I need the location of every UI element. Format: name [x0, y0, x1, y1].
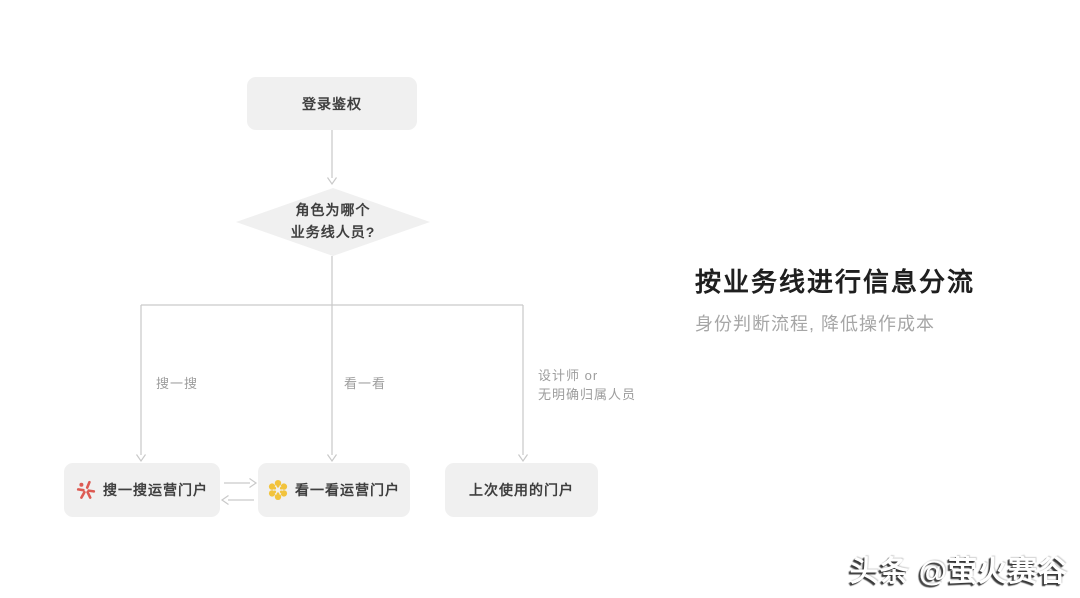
node-last-portal: 上次使用的门户: [445, 463, 598, 517]
arrowhead-down-icon: [327, 177, 337, 186]
arrowhead-down-icon: [518, 454, 528, 463]
arrowhead-left-icon: [220, 495, 229, 505]
watermark-text: 头条 @萤火赛谷: [849, 556, 1068, 588]
decision-line1: 角色为哪个: [295, 202, 371, 218]
yellow-hex-flower-icon: [268, 480, 288, 500]
arrowhead-down-icon: [327, 454, 337, 463]
edge-label-designer: 设计师 or 无明确归属人员: [538, 366, 636, 404]
edge-label-search: 搜一搜: [156, 376, 199, 391]
red-starburst-icon: [76, 480, 96, 499]
decision-line2: 业务线人员?: [290, 224, 376, 240]
arrowhead-down-icon: [136, 454, 146, 463]
decision-diamond: [236, 188, 430, 256]
node-login-label: 登录鉴权: [302, 95, 362, 112]
edge-label-designer-line2: 无明确归属人员: [538, 387, 637, 402]
node-login-auth: 登录鉴权: [247, 77, 417, 130]
arrowhead-right-icon: [249, 478, 258, 488]
node-search-portal: 搜一搜运营门户: [64, 463, 220, 517]
page-subtitle: 身份判断流程, 降低操作成本: [695, 314, 936, 334]
edge-label-watch: 看一看: [344, 376, 387, 391]
page-title: 按业务线进行信息分流: [695, 267, 976, 297]
node-watch-portal-label: 看一看运营门户: [295, 482, 400, 498]
edge-label-designer-line1: 设计师 or: [538, 368, 599, 383]
node-search-portal-label: 搜一搜运营门户: [103, 482, 208, 498]
node-last-portal-label: 上次使用的门户: [469, 482, 574, 498]
heading-block: 按业务线进行信息分流 身份判断流程, 降低操作成本: [695, 262, 975, 336]
node-decision-label: 角色为哪个 业务线人员?: [238, 199, 428, 243]
node-watch-portal: 看一看运营门户: [258, 463, 410, 517]
